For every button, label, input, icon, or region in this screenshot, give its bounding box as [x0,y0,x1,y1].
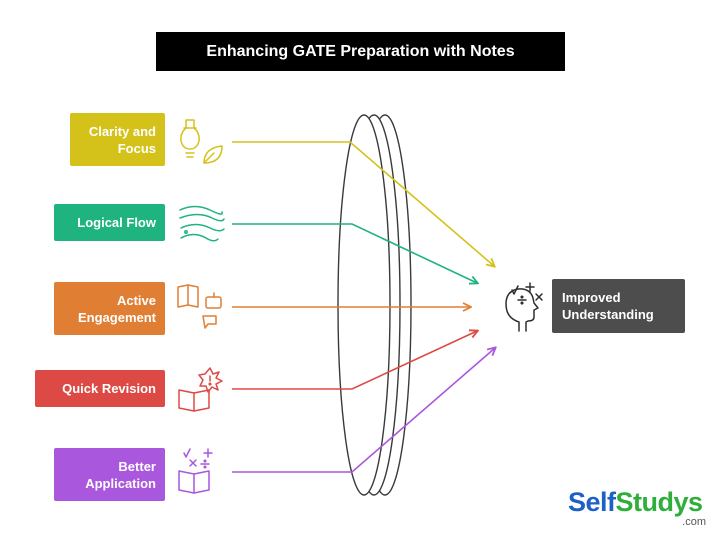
arrow-clarity-focus [232,141,494,266]
diagram-title: Enhancing GATE Preparation with Notes [156,32,565,71]
output-label-line1: Improved [562,290,621,305]
lightbulb-leaf-icon [180,119,223,164]
lens [337,114,412,496]
input-box-better-application: Better Application [54,448,165,501]
input-label-line2: Focus [117,140,156,156]
input-label-line2: Application [85,475,156,491]
selfstudys-logo: SelfStudys .com [568,486,710,534]
arrow-logical-flow [232,223,477,283]
river-flow-icon [179,205,225,242]
input-box-logical-flow: Logical Flow [54,204,165,241]
input-box-clarity-focus: Clarity and Focus [70,113,165,166]
book-chat-icon [177,284,222,329]
head-math-icon [505,282,543,332]
output-label-line2: Understanding [562,307,654,322]
output-box-improved-understanding: Improved Understanding [552,279,685,333]
input-label-line1: Clarity and [88,123,156,139]
book-math-icon [178,448,213,494]
input-label-line2: Engagement [77,309,156,325]
arrow-better-application [232,348,495,473]
input-label-line1: Logical Flow [77,215,156,230]
input-box-quick-revision: Quick Revision [35,370,165,407]
logo-self-text: Self [568,487,616,517]
book-burst-icon [178,367,223,412]
logo-com-text: .com [682,516,706,528]
arrow-quick-revision [232,331,477,390]
input-label-line1: Quick Revision [62,381,156,396]
logo-studys-text: Studys [615,487,704,517]
input-box-active-engagement: Active Engagement [54,282,165,335]
input-label-line1: Active [116,292,156,308]
input-label-line1: Better [118,458,156,474]
